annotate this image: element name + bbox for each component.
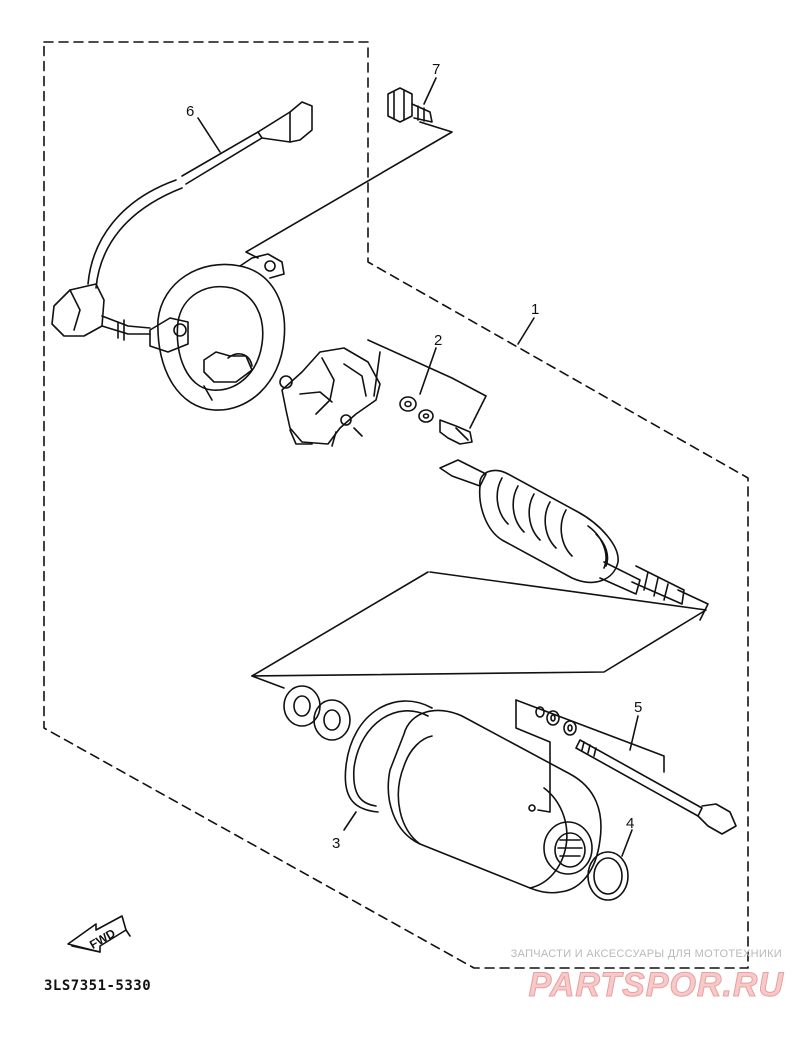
watermark-logo: PARTSPOR.RU	[528, 966, 784, 1005]
leader-item-7	[423, 77, 437, 105]
leader-item-1	[517, 317, 535, 345]
assembly-outline	[43, 41, 749, 969]
armature	[439, 459, 709, 621]
bolt-item-7	[387, 87, 433, 123]
watermark-tagline: ЗАПЧАСТИ И АКСЕССУАРЫ ДЛЯ МОТОТЕХНИКИ	[510, 948, 782, 960]
o-ring-item-4	[587, 851, 629, 901]
callout-1: 1	[531, 301, 539, 318]
leader-item-2	[419, 347, 437, 395]
callout-7: 7	[432, 61, 440, 78]
lead-wire	[51, 101, 313, 341]
callout-3: 3	[332, 835, 340, 852]
leader-washers	[367, 339, 487, 429]
seal-set-item-3	[283, 685, 433, 813]
leader-item-4	[621, 829, 633, 857]
brush-holder	[279, 347, 381, 447]
fwd-label: FWD	[87, 926, 118, 952]
callout-4: 4	[626, 815, 634, 832]
through-bolt-set-item-5	[515, 699, 737, 835]
fwd-arrow-icon	[67, 915, 131, 953]
washer-set-item-2	[399, 396, 473, 445]
leader-bolt-to-cover	[245, 121, 453, 259]
leader-armature-group	[251, 571, 707, 677]
rear-cover	[149, 253, 286, 411]
leader-item-5	[629, 715, 639, 751]
callout-6: 6	[186, 103, 194, 120]
yoke-housing	[387, 709, 602, 894]
callout-2: 2	[434, 332, 442, 349]
callout-5: 5	[634, 699, 642, 716]
part-code: 3LS7351-5330	[44, 978, 152, 994]
leader-item-6	[197, 117, 221, 153]
leader-item-3	[343, 811, 357, 831]
